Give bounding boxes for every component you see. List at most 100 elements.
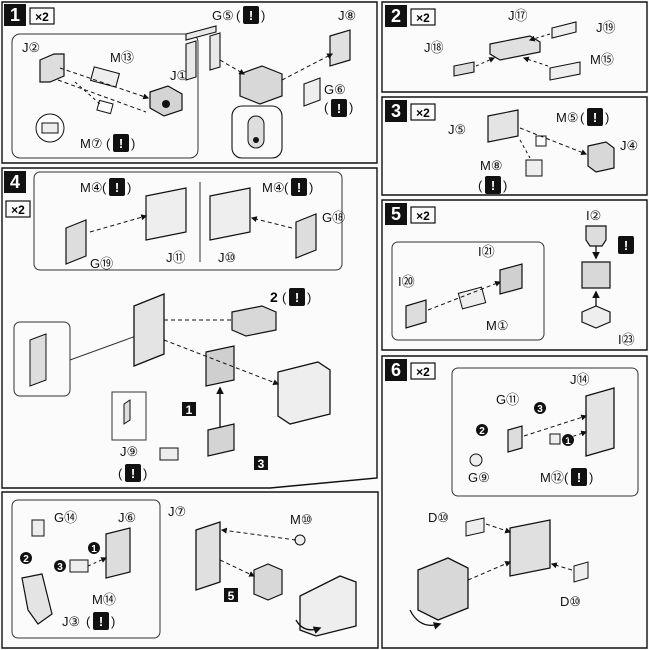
step-1-panel: J② M⑬ J① M⑦ ( ! ) G⑤ ( ! ) J⑧ G⑥ ( ! ) [11,6,356,159]
svg-text:!: ! [131,466,135,481]
part-m12 [549,433,561,445]
svg-text:!: ! [295,290,299,305]
part-i21-assembled [581,261,611,289]
svg-text:): ) [261,8,265,23]
svg-text:3: 3 [258,457,265,471]
part-g11 [507,425,523,453]
svg-text:(: ( [282,290,287,305]
svg-text:J⑧: J⑧ [338,8,356,23]
svg-text:(: ( [86,614,91,629]
svg-text:M①: M① [486,318,508,333]
part-subassembly-5 [253,563,283,601]
step-6-panel: J⑭ G⑪ G⑨ M⑫ ( ! ) 2 3 1 D⑩ D⑩ [409,367,639,630]
svg-text:3: 3 [391,101,401,121]
svg-text:2: 2 [479,426,485,437]
part-m10 [294,534,306,546]
part-j7 [195,521,221,591]
svg-text:(: ( [284,180,289,195]
step-4-panel: M④ ( ! ) G⑲ J⑪ M④ ( ! ) J⑩ G⑱ 2 ( ! ) 1 [13,171,345,482]
part-g14 [31,519,45,537]
svg-text:1: 1 [186,403,193,417]
step-7-panel: G⑭ J⑥ 2 3 1 M⑭ J③ ( ! ) J⑦ M⑩ 5 [11,499,357,639]
svg-text:!: ! [249,8,253,23]
part-j3 [21,573,53,625]
svg-text:I②: I② [586,208,601,223]
svg-text:): ) [307,290,311,305]
svg-text:!: ! [337,101,341,116]
svg-text:J⑥: J⑥ [118,510,136,525]
part-subassembly-2 [231,305,277,337]
step-4-badge: 4 ×2 [4,171,31,218]
svg-text:!: ! [624,238,628,253]
svg-text:): ) [127,180,131,195]
svg-text:×2: ×2 [11,203,25,217]
attention-icon [571,468,587,486]
svg-text:(: ( [118,466,123,481]
part-j10 [209,187,251,241]
svg-text:3: 3 [57,562,63,573]
svg-text:): ) [309,180,313,195]
svg-text:!: ! [99,614,103,629]
svg-text:M⑬: M⑬ [110,50,134,65]
svg-text:×2: ×2 [416,106,430,120]
attention-icon [109,178,125,196]
part-d10-bottom [573,561,589,583]
part-g19 [65,219,87,265]
svg-text:J⑩: J⑩ [218,250,236,265]
svg-text:!: ! [115,180,119,195]
svg-text:J①: J① [170,68,188,83]
step-5-panel: I② ! I㉓ I⑳ I㉑ M① [391,208,635,347]
svg-text:): ) [131,136,135,151]
svg-text:2: 2 [391,6,401,26]
part-m15 [549,61,581,81]
part-m5 [535,135,547,147]
svg-text:G⑨: G⑨ [468,470,490,485]
part-j18 [453,61,475,77]
svg-text:!: ! [491,178,495,193]
svg-text:(: ( [106,136,111,151]
part-i23 [581,305,611,329]
svg-text:M⑭: M⑭ [92,592,116,607]
attention-icon [485,176,501,194]
attention-icon [331,99,347,117]
attention-icon [587,108,603,126]
svg-text:): ) [503,178,507,193]
svg-text:J⑤: J⑤ [448,122,466,137]
svg-text:2: 2 [23,554,29,565]
svg-text:G⑲: G⑲ [90,256,113,271]
svg-text:M⑩: M⑩ [290,512,312,527]
step-2-badge: 2 ×2 [385,5,436,27]
step-1-badge: 1 ×2 [4,4,55,26]
svg-text:D⑩: D⑩ [560,594,581,609]
svg-text:I㉑: I㉑ [478,244,495,259]
svg-text:×2: ×2 [416,209,430,223]
svg-text:4: 4 [10,172,20,192]
part-subassembly-1 [205,345,235,387]
svg-text:D⑩: D⑩ [428,510,449,525]
part-frame [133,293,165,367]
part-j6 [105,527,131,579]
part-j2 [39,53,65,83]
attention-icon [618,236,634,254]
svg-text:G⑪: G⑪ [496,392,519,407]
svg-text:): ) [589,470,593,485]
attention-icon [291,178,307,196]
svg-text:J②: J② [22,40,40,55]
svg-text:I㉓: I㉓ [618,332,635,347]
attention-icon [243,6,259,24]
part-j1-assembled [239,65,283,105]
part-j14 [585,387,615,457]
svg-text:J⑱: J⑱ [424,40,444,55]
svg-text:J⑪: J⑪ [166,250,186,265]
svg-text:J⑭: J⑭ [570,372,590,387]
svg-text:G⑱: G⑱ [322,210,345,225]
part-g9 [469,453,483,467]
attention-icon [113,134,129,152]
svg-text:!: ! [119,136,123,151]
step-5-badge: 5 ×2 [385,203,436,225]
svg-text:M⑧: M⑧ [480,158,502,173]
part-subassembly-3 [207,423,235,457]
part-j4 [587,141,615,173]
svg-text:5: 5 [391,204,401,224]
part-foot-block [299,575,357,637]
